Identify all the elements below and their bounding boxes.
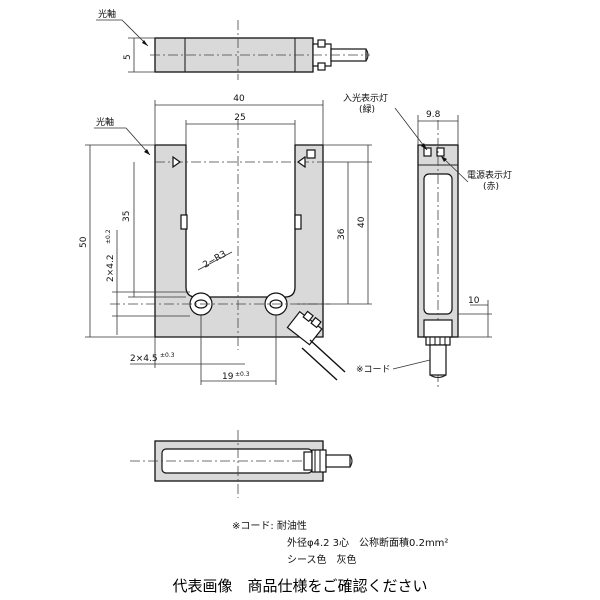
optical-axis-label-front: 光軸: [96, 116, 114, 128]
front-view-cord: [301, 339, 346, 381]
height-50-label: 50: [79, 236, 89, 248]
width-25-label: 25: [234, 113, 245, 123]
bottom-view-cord: [325, 454, 351, 468]
side-width-label: 9.8: [426, 110, 441, 120]
radius-label: 2−R3: [202, 249, 229, 270]
side-view: 9.8 10 入光表示灯 (緑) 電源表示灯 (赤) ※コード: [343, 92, 512, 390]
note-line-1: ※コード: 耐油性: [232, 519, 307, 532]
hole-spacing-label: 2×4.2: [106, 254, 116, 282]
light-indicator-color: (緑): [359, 103, 375, 115]
note-line-3: シース色 灰色: [287, 553, 357, 566]
width-40-label: 40: [233, 94, 245, 104]
dim-10-label: 10: [468, 296, 480, 306]
front-view: 40 25 50 35 2×4.2 ±0.2 光軸 36 40: [79, 94, 372, 385]
hole-spacing-tol: ±0.2: [105, 229, 112, 244]
cord-notes: ※コード: 耐油性 外径φ4.2 3心 公称断面積0.2mm² シース色 灰色: [232, 519, 448, 566]
cord-callout-label: ※コード: [356, 365, 391, 375]
height-35-label: 35: [122, 211, 132, 222]
side-view-cord: [429, 344, 447, 376]
hole-dia-label: 2×4.5: [130, 354, 158, 364]
front-view-body: [154, 144, 324, 338]
top-view: 5 光軸: [96, 8, 370, 80]
bottom-view-connector: [311, 449, 327, 473]
front-view-connector: [286, 310, 323, 346]
pitch-label: 19: [222, 372, 234, 382]
height-36-label: 36: [337, 228, 347, 240]
pitch-tol: ±0.3: [235, 371, 250, 378]
power-indicator-color: (赤): [483, 181, 499, 192]
thickness-label: 5: [123, 54, 133, 60]
light-indicator-label: 入光表示灯: [343, 92, 388, 104]
power-indicator-label: 電源表示灯: [467, 169, 512, 181]
bottom-view: [130, 430, 353, 498]
height-40-label: 40: [357, 216, 367, 228]
note-line-2: 外径φ4.2 3心 公称断面積0.2mm²: [287, 536, 448, 549]
light-indicator-lamp: [423, 147, 432, 157]
caption: 代表画像 商品仕様をご確認ください: [172, 577, 427, 595]
hole-dia-tol: ±0.3: [160, 352, 175, 359]
power-indicator-lamp: [436, 147, 445, 157]
optical-axis-label-top: 光軸: [98, 8, 116, 20]
